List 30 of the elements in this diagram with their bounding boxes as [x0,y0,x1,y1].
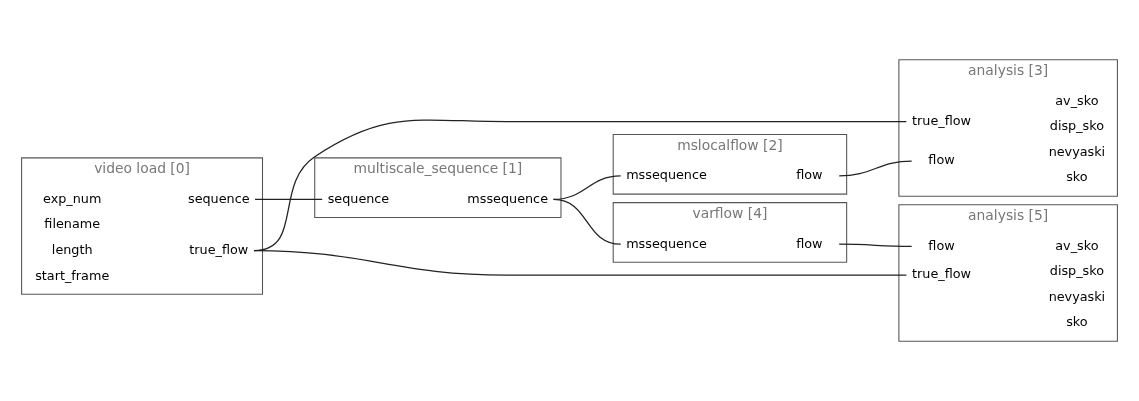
connector [254,198,323,201]
node-text: sequence [327,190,390,206]
node-text: nevyaski [1048,143,1106,159]
node-text: true_flow [189,241,249,257]
node-text: av_sko [1055,92,1099,108]
node-text: av_sko [1055,237,1099,253]
node-text: flow [796,235,823,251]
node-text: exp_num [43,190,102,206]
connector [838,243,913,247]
node-text: sko [1066,169,1088,185]
node-text: start_frame [35,267,110,283]
node-text: true_flow [912,112,971,128]
node-text: disp_sko [1049,118,1105,134]
connector [838,160,913,177]
connector [253,119,907,252]
node-text: sequence [188,190,250,206]
node-text: flow [796,167,823,183]
node-text: flow [928,152,955,168]
node-text: length [51,241,93,257]
node-text: disp_sko [1049,263,1105,279]
node-text: flow [928,237,955,253]
connector [552,198,622,245]
node-text: filename [44,216,101,232]
node-text: mssequence [467,190,549,206]
node-text: nevyaski [1048,288,1106,304]
node-text: mssequence [626,235,707,251]
node-text: sko [1066,314,1088,330]
node-text: mssequence [626,167,707,183]
connector [253,249,907,276]
node-text: true_flow [912,266,971,282]
